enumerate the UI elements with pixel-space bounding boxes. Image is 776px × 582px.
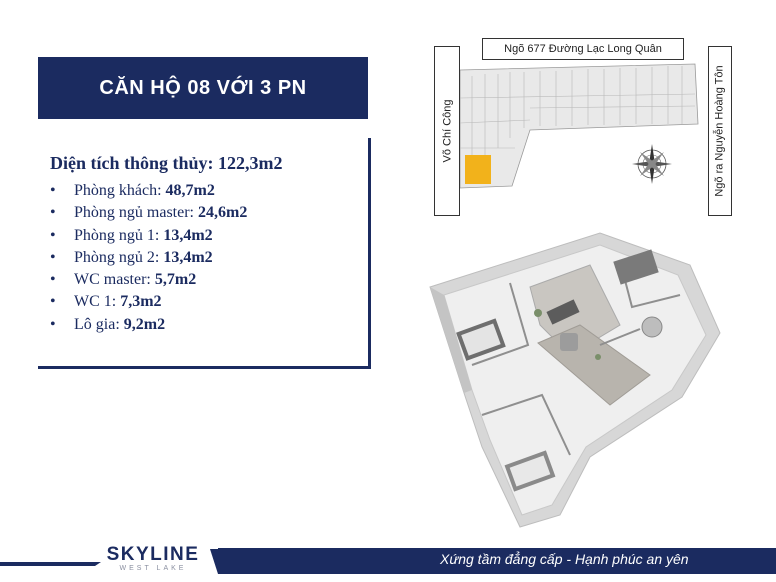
spec-item: •WC 1: 7,3m2 xyxy=(50,293,162,311)
brand-subtitle: WEST LAKE xyxy=(119,565,187,572)
site-map xyxy=(459,63,699,189)
apartment-highlight xyxy=(465,155,491,184)
compass-rose-icon xyxy=(632,144,672,184)
brand-name: SKYLINE xyxy=(106,544,200,565)
spec-item: •Phòng khách: 48,7m2 xyxy=(50,182,215,199)
page-title: CĂN HỘ 08 VỚI 3 PN xyxy=(99,76,307,99)
brand-logo: SKYLINE WEST LAKE xyxy=(103,545,203,573)
road-label-top: Ngõ 677 Đường Lạc Long Quân xyxy=(482,38,684,60)
spec-list: •Phòng khách: 48,7m2 •Phòng ngủ master: … xyxy=(50,180,247,336)
floor-plan-illustration xyxy=(429,232,721,528)
spec-item: •Phòng ngủ 1: 13,4m2 xyxy=(50,226,213,244)
spec-item: •Phòng ngủ 2: 13,4m2 xyxy=(50,248,213,266)
spec-item: •Phòng ngủ master: 24,6m2 xyxy=(50,204,248,222)
spec-heading: Diện tích thông thủy: 122,3m2 xyxy=(50,153,283,173)
spec-item: •WC master: 5,7m2 xyxy=(50,271,197,289)
road-label-right: Ngõ ra Nguyễn Hoàng Tôn xyxy=(708,46,732,216)
footer-slogan: Xứng tầm đẳng cấp - Hạnh phúc an yên xyxy=(440,551,689,567)
spec-item: •Lô gia: 9,2m2 xyxy=(50,315,166,333)
footer-bar xyxy=(218,548,776,574)
title-banner: CĂN HỘ 08 VỚI 3 PN xyxy=(38,57,368,119)
spec-frame xyxy=(38,138,371,369)
road-label-left: Võ Chí Công xyxy=(434,46,460,216)
